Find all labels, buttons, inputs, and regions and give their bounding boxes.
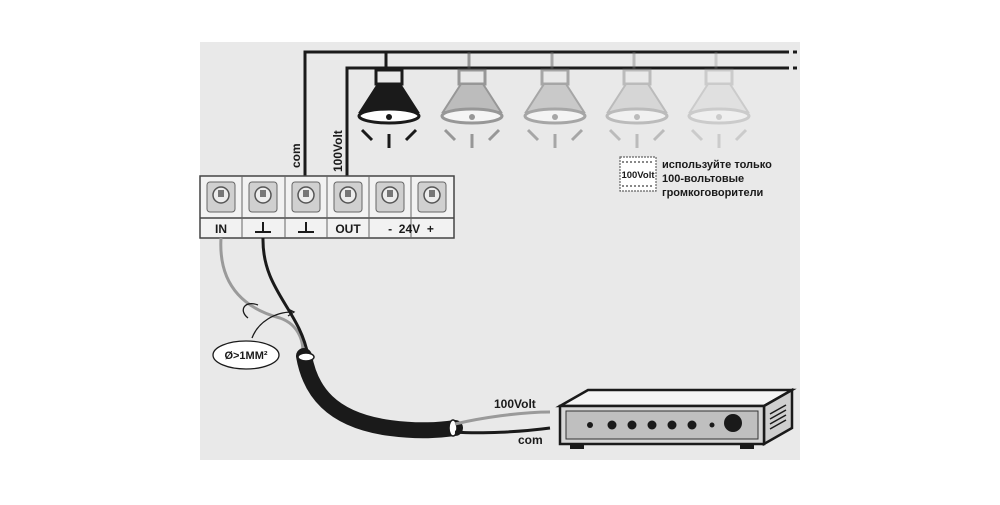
ground-wire-black — [261, 237, 310, 357]
amplifier-vents — [769, 404, 787, 430]
voltage-note: 100Volt используйте только 100-вольтовые… — [619, 156, 772, 199]
com-wire-label: com — [289, 143, 303, 168]
ground-symbol-icon — [298, 222, 314, 233]
terminal-label-out: OUT — [335, 222, 361, 236]
bus-continuation-dashes — [785, 50, 800, 70]
terminal-screw-5 — [375, 181, 405, 213]
note-line-2: 100-вольтовые — [662, 173, 744, 185]
amplifier-device — [555, 387, 797, 449]
diameter-label: Ø>1MM² — [224, 350, 267, 362]
terminal-label-in: IN — [215, 222, 227, 236]
terminal-screw-1 — [206, 181, 236, 213]
terminal-label-voltage: - 24V + — [388, 222, 434, 236]
speaker-4-icon — [605, 52, 669, 148]
terminal-screw-6 — [417, 181, 447, 213]
amp-volt-label: 100Volt — [494, 397, 536, 411]
speaker-3-icon — [523, 52, 587, 148]
volt-wire-label: 100Volt — [331, 130, 345, 172]
amp-com-label: com — [518, 433, 543, 447]
amp-volt-wire — [454, 410, 551, 426]
diameter-label-ellipse — [212, 340, 280, 370]
speaker-5-icon — [687, 52, 751, 148]
terminal-screw-4 — [333, 181, 363, 213]
terminal-screw-2 — [248, 181, 278, 213]
ground-symbol-icon — [255, 222, 271, 233]
amp-com-wire — [454, 426, 551, 435]
note-line-3: громкоговорители — [662, 187, 763, 199]
terminal-block: IN OUT - 24V + — [199, 175, 455, 239]
diameter-callout: Ø>1MM² — [212, 303, 296, 370]
speaker-bus-wires — [303, 50, 785, 178]
note-line-1: используйте только — [662, 159, 772, 171]
speaker-2-icon — [440, 52, 504, 148]
volume-knob-icon — [724, 414, 742, 432]
main-cable — [296, 348, 463, 439]
terminal-screw-3 — [291, 181, 321, 213]
voltage-badge-label: 100Volt — [621, 170, 655, 181]
speaker-1-icon — [357, 52, 421, 148]
signal-wire-grey — [219, 237, 305, 357]
amplifier-knobs — [587, 420, 715, 430]
